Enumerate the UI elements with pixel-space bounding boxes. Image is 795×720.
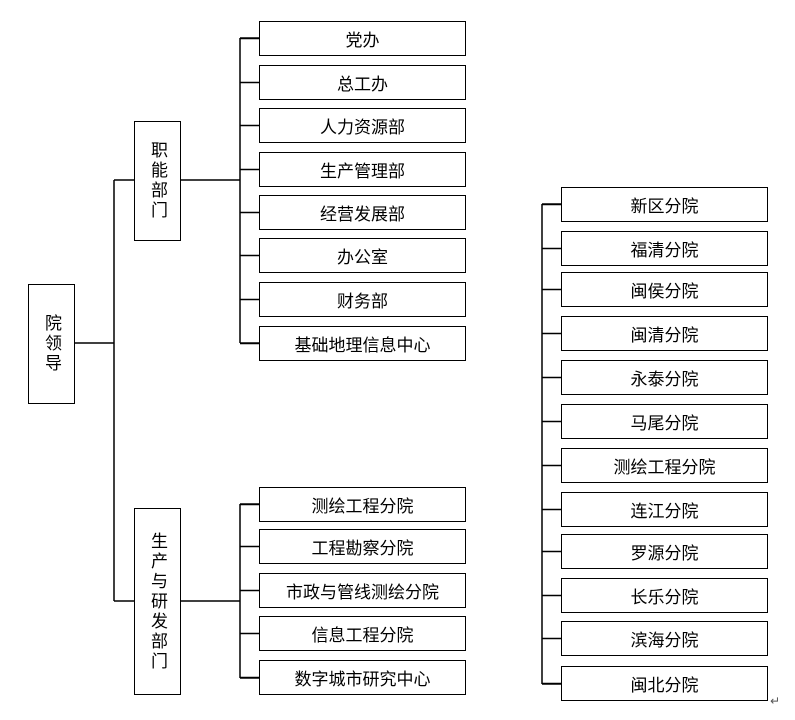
node-branch: 闽北分院 xyxy=(561,666,768,701)
node-dept: 党办 xyxy=(259,21,466,56)
node-branch: 测绘工程分院 xyxy=(561,448,768,483)
node-branch: 连江分院 xyxy=(561,492,768,527)
group-box-production: 生产与研发部门 xyxy=(134,508,181,695)
node-dept: 基础地理信息中心 xyxy=(259,326,466,361)
node-branch: 长乐分院 xyxy=(561,578,768,613)
node-branch: 新区分院 xyxy=(561,187,768,222)
node-branch: 闽侯分院 xyxy=(561,272,768,307)
node-dept: 总工办 xyxy=(259,65,466,100)
node-unit: 信息工程分院 xyxy=(259,616,466,651)
node-branch: 永泰分院 xyxy=(561,360,768,395)
node-branch: 罗源分院 xyxy=(561,534,768,569)
node-dept: 经营发展部 xyxy=(259,195,466,230)
node-unit: 数字城市研究中心 xyxy=(259,660,466,695)
group-box-functional: 职能部门 xyxy=(134,121,181,241)
node-unit: 工程勘察分院 xyxy=(259,529,466,564)
node-branch: 闽清分院 xyxy=(561,316,768,351)
node-branch: 滨海分院 xyxy=(561,621,768,656)
node-dept: 财务部 xyxy=(259,282,466,317)
node-dept: 生产管理部 xyxy=(259,152,466,187)
node-branch: 马尾分院 xyxy=(561,404,768,439)
node-unit: 市政与管线测绘分院 xyxy=(259,573,466,608)
node-dept: 人力资源部 xyxy=(259,108,466,143)
paragraph-mark: ↵ xyxy=(770,694,781,708)
root-box: 院领导 xyxy=(28,284,75,404)
node-dept: 办公室 xyxy=(259,238,466,273)
node-unit: 测绘工程分院 xyxy=(259,487,466,522)
node-branch: 福清分院 xyxy=(561,231,768,266)
